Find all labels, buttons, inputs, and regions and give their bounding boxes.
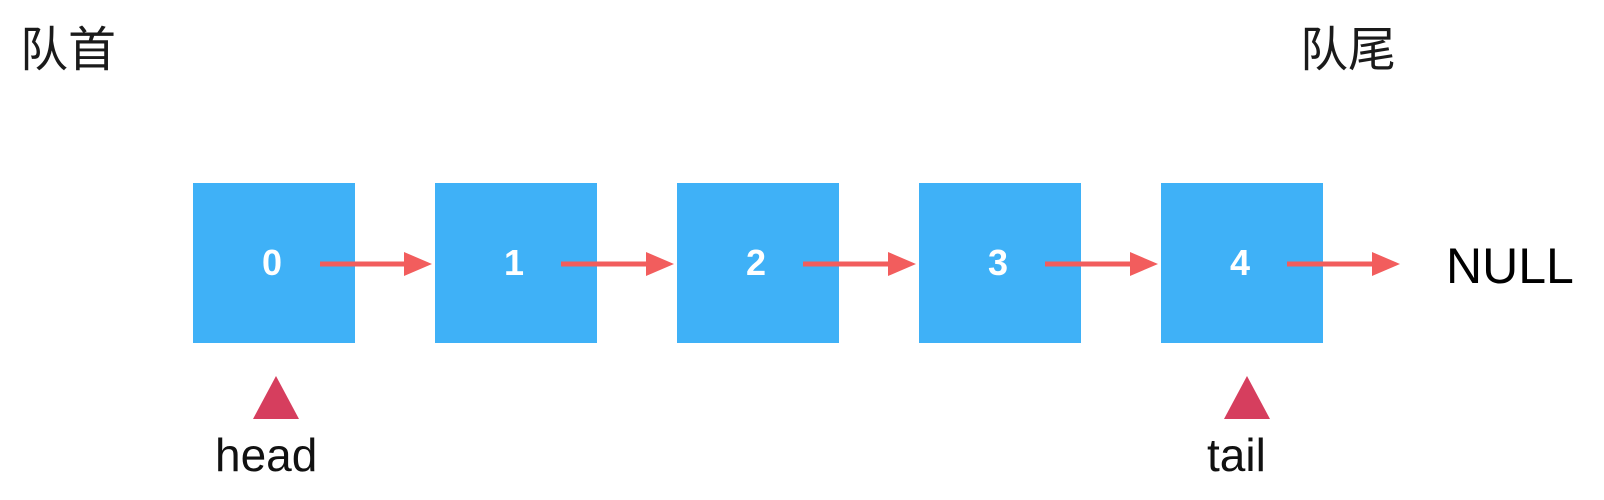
head-pointer-label: head <box>215 429 318 481</box>
head-pointer-triangle-icon <box>253 376 299 419</box>
queue-node-4: 4 <box>1161 183 1323 343</box>
tail-pointer-triangle-icon <box>1224 376 1270 419</box>
null-terminator: NULL <box>1446 238 1574 294</box>
tail-pointer-label: tail <box>1207 429 1266 481</box>
node-value: 2 <box>745 242 767 283</box>
queue-node-1: 1 <box>435 183 597 343</box>
queue-node-0: 0 <box>193 183 355 343</box>
queue-node-2: 2 <box>677 183 839 343</box>
node-value: 1 <box>503 242 525 283</box>
node-value: 0 <box>261 242 283 283</box>
node-value: 3 <box>987 242 1009 283</box>
queue-front-label: 队首 <box>20 22 117 78</box>
node-value: 4 <box>1229 242 1251 283</box>
queue-rear-label: 队尾 <box>1300 22 1397 78</box>
queue-node-3: 3 <box>919 183 1081 343</box>
